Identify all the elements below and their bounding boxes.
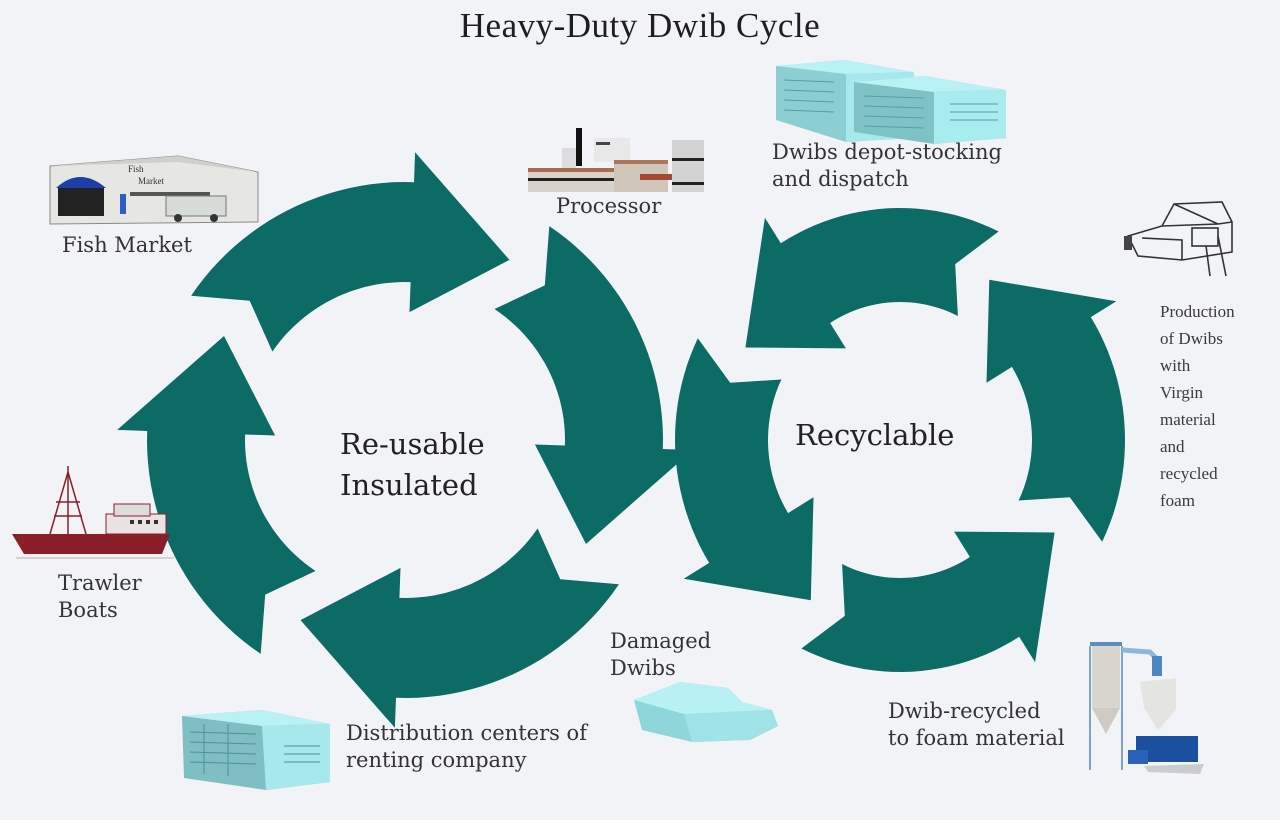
grinder-silo-icon [1089,642,1204,774]
fish-market-building-icon: Fish Market [49,155,259,225]
svg-text:Fish: Fish [128,164,144,174]
reusable-cycle-arrow-2 [494,226,693,544]
crate-stack-icon [182,710,330,790]
damaged-label: Damaged Dwibs [610,629,712,680]
recycling-label: Dwib-recycled to foam material [888,699,1065,750]
recyclable-cycle-arrow-2 [801,531,1055,672]
cycle-label-reusable: Re-usable Insulated [340,427,485,502]
svg-text:Market: Market [138,176,164,186]
recyclable-cycle-arrow-1 [986,279,1125,542]
fish-market-label: Fish Market [62,233,192,257]
damaged-crate-icon [634,682,778,742]
processing-plant-icon [528,128,704,192]
reusable-cycle-arrow-1 [191,152,510,352]
reusable-cycle-arrow-4 [117,336,316,654]
trawler-label: Trawler Boats [58,571,142,622]
recyclable-cycle-arrow-3 [675,338,814,601]
production-label: Production of Dwibs with Virgin material… [1160,302,1235,510]
cycle-label-recyclable: Recyclable [795,418,955,452]
trawler-boat-icon [12,466,174,559]
molding-machine-icon [1124,201,1233,277]
stacked-crates-icon [776,60,1006,144]
distribution-label: Distribution centers of renting company [346,721,587,772]
recyclable-cycle-arrow-4 [745,208,999,349]
processor-label: Processor [556,194,662,218]
diagram-title: Heavy-Duty Dwib Cycle [459,6,821,45]
reusable-cycle-arrow-3 [300,528,619,728]
depot-label: Dwibs depot-stocking and dispatch [772,140,1002,191]
